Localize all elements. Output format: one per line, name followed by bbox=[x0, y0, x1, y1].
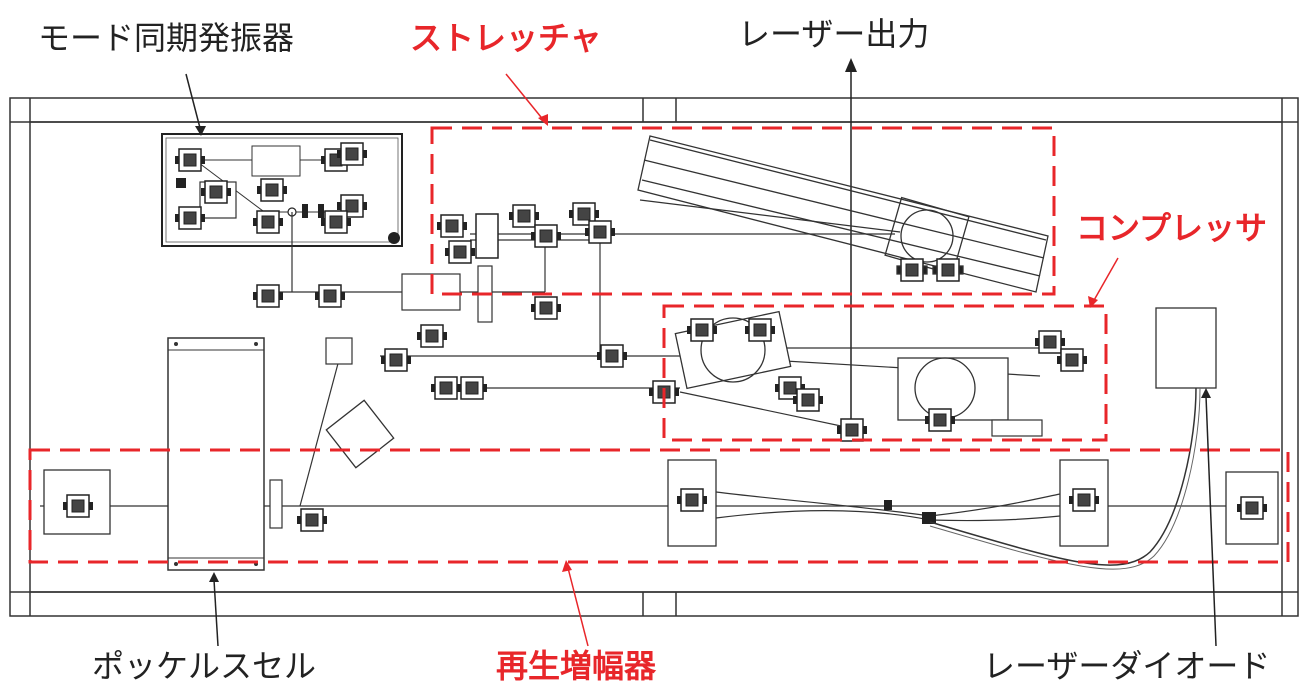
compressor-optics bbox=[674, 310, 1088, 442]
amplifier-optics bbox=[43, 324, 1279, 571]
optical-table bbox=[9, 97, 1299, 617]
compressor-region bbox=[662, 304, 1108, 442]
regenerative-amplifier-label: 再生増幅器 bbox=[496, 647, 657, 685]
laser-diode-unit bbox=[929, 307, 1217, 570]
pockels-cell-label: ポッケルスセル bbox=[92, 647, 317, 685]
compressor-grating bbox=[637, 135, 1049, 293]
leader-lines bbox=[185, 73, 1217, 647]
laser-diode-label: レーザーダイオード bbox=[983, 647, 1271, 685]
stretcher-region bbox=[430, 126, 1056, 296]
oscillator-enclosure bbox=[161, 133, 403, 247]
highlight-regions bbox=[28, 126, 1290, 564]
compressor-label: コンプレッサ bbox=[1076, 209, 1268, 247]
laser-output-label: レーザー出力 bbox=[738, 15, 930, 53]
amplifier-region bbox=[28, 448, 1290, 564]
mode-locked-oscillator-label: モード同期発振器 bbox=[38, 19, 295, 57]
stretcher-label: ストレッチャ bbox=[410, 19, 602, 57]
